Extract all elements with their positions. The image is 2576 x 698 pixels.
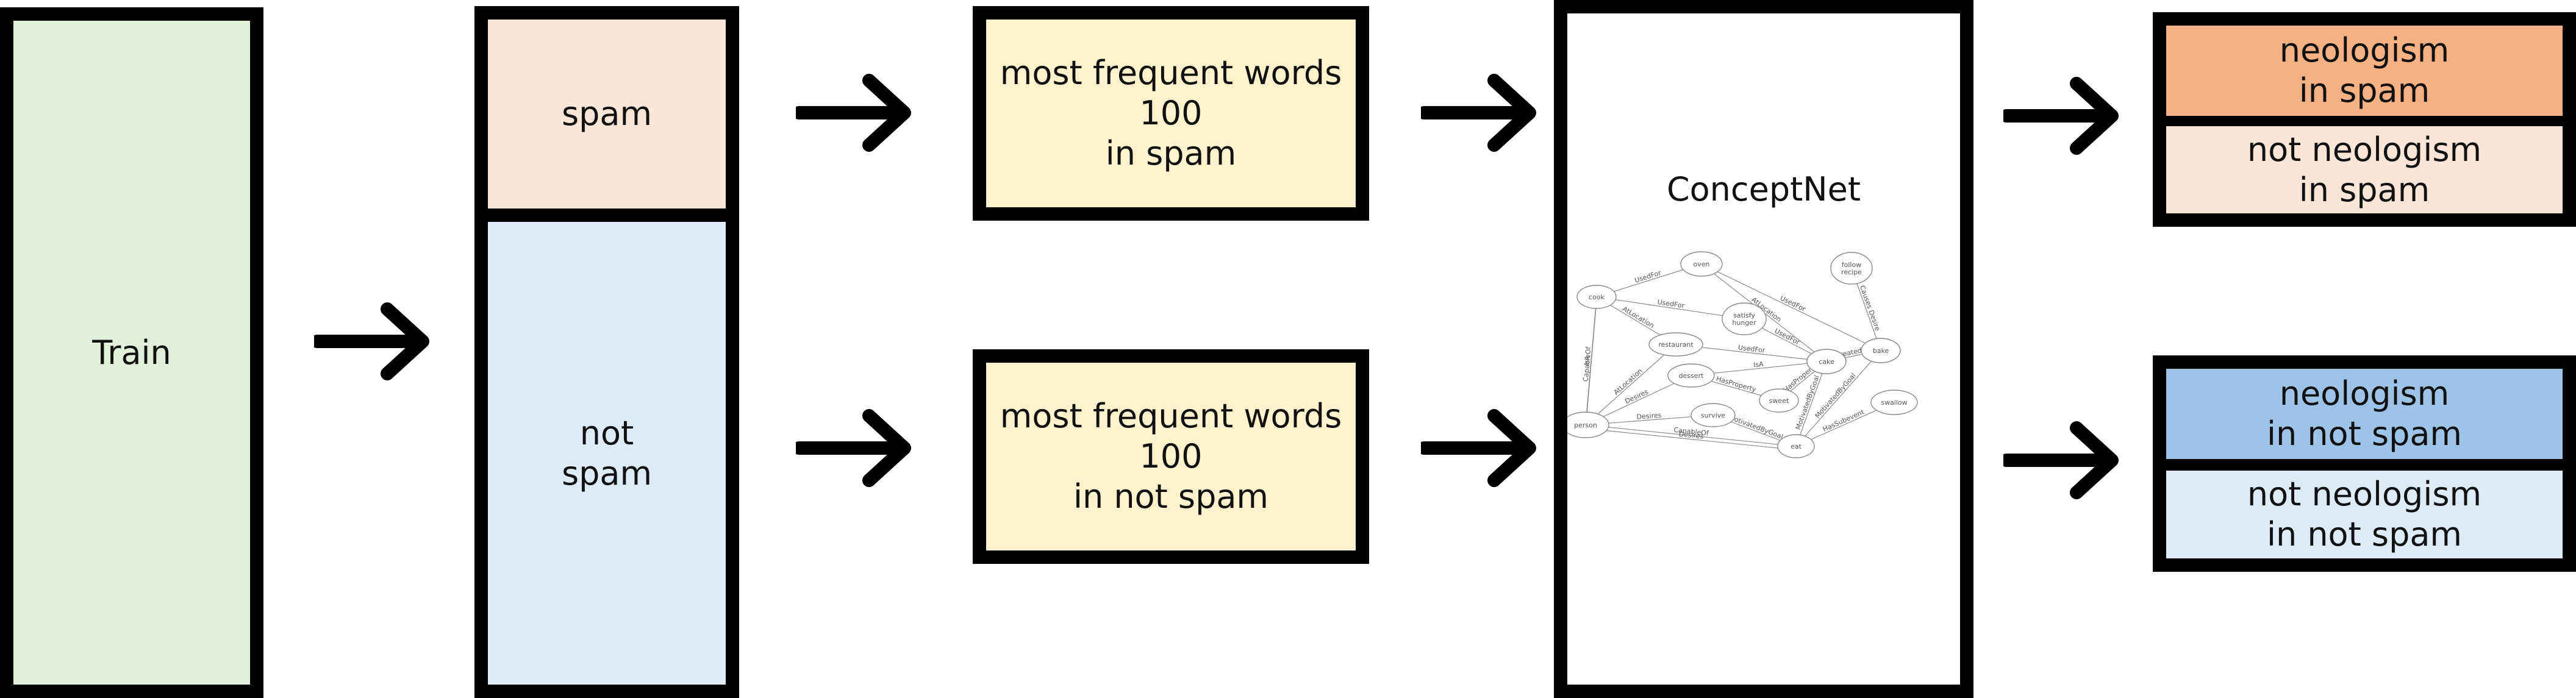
graph-node: person	[1567, 411, 1609, 438]
train-label: Train	[92, 333, 171, 372]
graph-node-label: recipe	[1841, 268, 1862, 276]
graph-node-label: dessert	[1679, 372, 1705, 380]
train-box	[0, 7, 263, 698]
spam-section: spam	[488, 20, 726, 208]
graph-node-label: cook	[1589, 293, 1605, 301]
graph-edge	[1795, 361, 1827, 447]
graph-node-label: oven	[1694, 260, 1710, 268]
neologism-in-spam: neologism in spam	[2166, 26, 2563, 116]
graph-node-label: bake	[1873, 347, 1889, 355]
graph-node: restaurant	[1648, 332, 1703, 357]
graph-node-label: sweet	[1769, 397, 1789, 405]
right-arrow-icon	[1421, 74, 1536, 152]
graph-node: cook	[1576, 285, 1617, 309]
neologism-in-not-spam: neologism in not spam	[2166, 369, 2563, 459]
graph-node: bake	[1861, 338, 1901, 363]
graph-node-label: survive	[1701, 411, 1725, 419]
right-arrow-icon	[796, 74, 911, 152]
graph-node-label: person	[1574, 421, 1597, 429]
graph-edge-label: Causes Desire	[1858, 284, 1882, 332]
right-arrow-icon	[314, 302, 429, 380]
right-arrow-icon	[1421, 409, 1536, 487]
not-neologism-in-spam: not neologism in spam	[2166, 126, 2563, 213]
graph-edge	[1795, 350, 1881, 447]
graph-edge-label: AtLocation	[1621, 305, 1656, 330]
graph-node-label: follow	[1842, 261, 1861, 269]
graph-edge-label: IsA	[1753, 360, 1764, 369]
graph-node: cake	[1806, 349, 1847, 374]
right-arrow-icon	[796, 409, 911, 487]
graph-edge-label: UsedFor	[1737, 344, 1766, 355]
graph-edge	[1596, 296, 1745, 319]
graph-node: sweet	[1759, 388, 1799, 413]
frequent-words-not-spam-box: most frequent words 100 in not spam	[973, 349, 1369, 564]
graph-edge	[1585, 424, 1797, 447]
graph-node-label: restaurant	[1658, 341, 1694, 349]
graph-edge	[1585, 300, 1597, 429]
graph-edge-label: CapableOf	[1582, 346, 1593, 382]
graph-node: dessert	[1667, 363, 1715, 388]
graph-node: survive	[1690, 403, 1736, 427]
graph-edge	[1701, 263, 1881, 351]
conceptnet-graph: UsedForUsedForAtLocationIsACapableOfAtLo…	[1567, 251, 1918, 458]
conceptnet-title: ConceptNet	[1666, 169, 1861, 208]
graph-edge	[1585, 344, 1676, 426]
graph-edge-label: Desires	[1678, 430, 1704, 441]
graph-edge-label: IsA	[1583, 355, 1591, 366]
graph-edge-label: MotivatedByGoal	[1728, 413, 1784, 441]
graph-edge-label: HasSubevent	[1822, 408, 1866, 433]
right-arrow-icon	[2003, 77, 2119, 155]
graph-node-label: hunger	[1732, 319, 1756, 327]
graph-node-label: swallow	[1881, 399, 1907, 407]
not-neologism-in-not-spam: not neologism in not spam	[2166, 471, 2563, 558]
graph-node: oven	[1680, 251, 1723, 277]
frequent-words-spam-box: most frequent words 100 in spam	[973, 6, 1369, 221]
graph-node-label: satisfy	[1733, 312, 1755, 319]
not-spam-section: not spam	[488, 222, 726, 685]
right-arrow-icon	[2003, 421, 2119, 499]
graph-edge-label: Desires	[1624, 388, 1650, 405]
graph-edge-label: UsedFor	[1634, 269, 1662, 285]
graph-node: swallow	[1870, 390, 1918, 415]
conceptnet-box	[1554, 0, 1973, 698]
graph-node: eat	[1777, 434, 1815, 458]
graph-node-label: cake	[1819, 358, 1834, 366]
graph-edge-label: UsedFor	[1773, 327, 1801, 346]
graph-node-label: eat	[1791, 443, 1802, 450]
graph-edge-label: CapableOf	[1673, 426, 1710, 438]
graph-edge-label: Desires	[1636, 411, 1662, 421]
graph-edge	[1585, 428, 1797, 450]
